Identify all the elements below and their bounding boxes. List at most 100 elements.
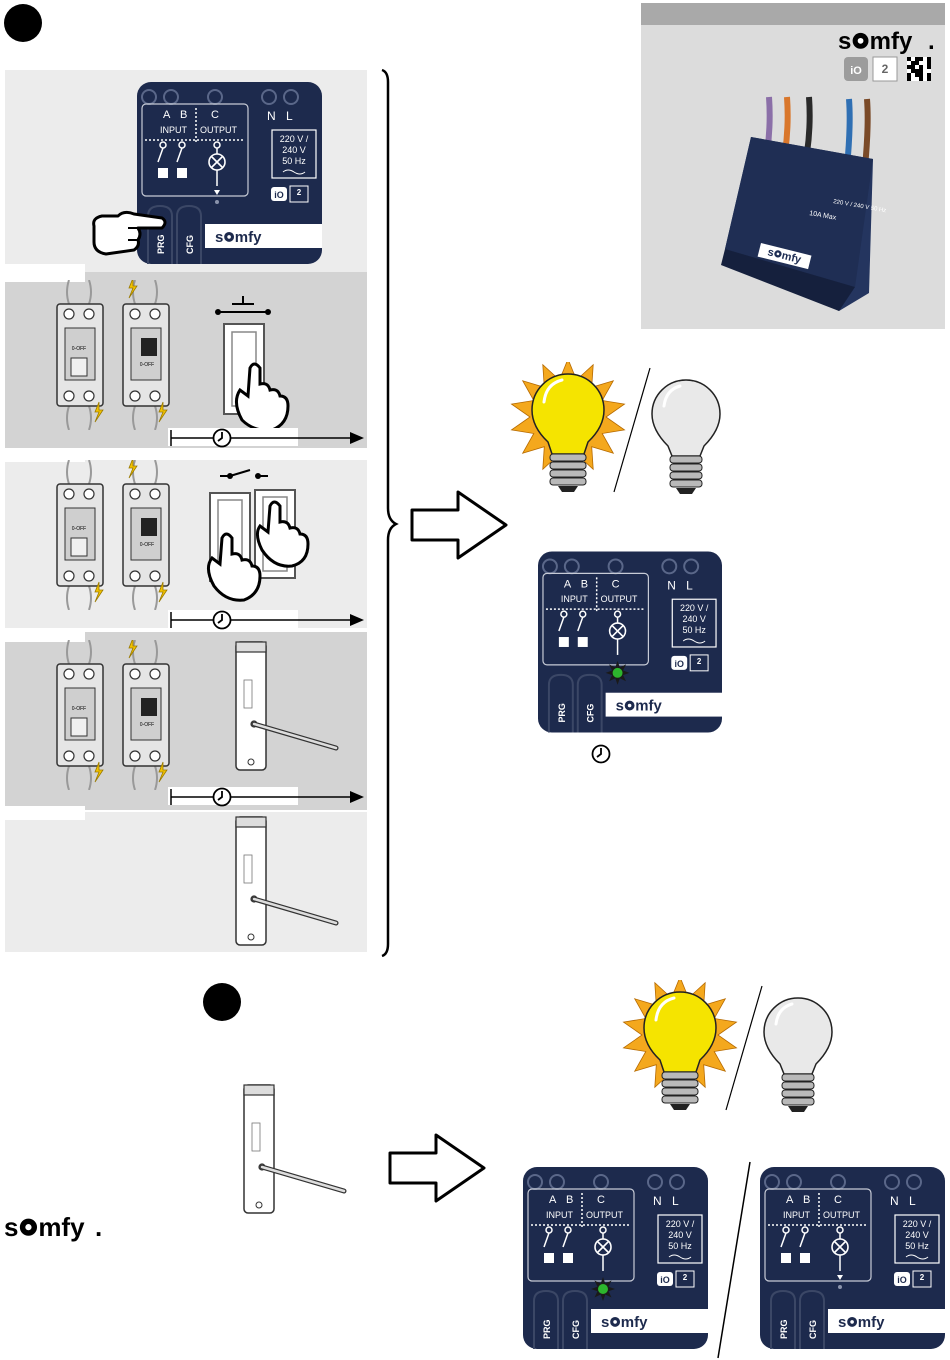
timeline-arrowhead	[350, 614, 364, 626]
clock-icon	[591, 744, 611, 764]
two-badge-text: 2	[882, 62, 889, 76]
two-way-label: 2	[297, 188, 302, 197]
cfg-button-outline	[799, 1289, 825, 1349]
wire	[88, 585, 92, 610]
bulb-highlight	[774, 1002, 794, 1026]
switch-square	[563, 1253, 573, 1263]
switch-line	[157, 147, 164, 163]
separator-slash	[717, 1161, 751, 1359]
led-arrow	[214, 190, 220, 195]
bulb-base-ring	[669, 463, 703, 472]
brand-o-center	[850, 1320, 854, 1324]
bulb-highlight	[542, 378, 564, 404]
bulb-base-ring	[669, 471, 703, 480]
wire	[66, 585, 70, 610]
breaker-screw	[129, 750, 141, 762]
qr-cell	[927, 77, 931, 81]
max-label: 10A Max	[809, 210, 838, 222]
led-dot	[612, 667, 623, 678]
ac-wave	[905, 1254, 929, 1260]
qr-cell	[919, 77, 923, 81]
remote-body	[243, 1084, 275, 1214]
brand-strip	[757, 243, 812, 270]
terminal-a-label: A	[549, 1194, 557, 1206]
switch-line	[176, 147, 183, 163]
cfg-label: CFG	[808, 1320, 818, 1339]
brand-s: s	[215, 229, 223, 246]
cfg-button-outline	[576, 673, 603, 733]
prg-label: PRG	[557, 703, 567, 722]
cfg-label: CFG	[586, 704, 596, 723]
breaker-screw	[83, 570, 95, 582]
bulb-base-ring	[549, 469, 587, 478]
wire	[88, 765, 92, 790]
breaker-screw	[129, 570, 141, 582]
bulb-base-ring	[549, 461, 587, 470]
switch-line	[780, 1232, 787, 1248]
prg-label: PRG	[779, 1319, 789, 1339]
output-label: OUTPUT	[601, 594, 638, 604]
terminal-frame	[542, 572, 649, 666]
prg-button-outline	[770, 1289, 796, 1349]
step-bullet-icon	[203, 983, 241, 1021]
lightning-icon	[158, 581, 168, 603]
voltage-box	[894, 1214, 940, 1264]
breaker-lever-up	[141, 518, 157, 536]
panel-tab	[5, 628, 85, 642]
lamp-x	[596, 1240, 610, 1254]
bulb-highlight	[662, 384, 682, 408]
brand-rest: mfy	[870, 28, 913, 55]
input-label: INPUT	[160, 125, 188, 135]
brand-o-center	[627, 703, 632, 708]
wire	[154, 460, 158, 485]
lightning-icon	[94, 581, 104, 603]
prg-button-outline	[533, 1289, 559, 1349]
terminal-a-label: A	[786, 1194, 794, 1206]
brand-o-center	[25, 1224, 32, 1231]
qr-cell	[915, 69, 919, 73]
lamp-x	[611, 624, 625, 638]
bulb-base-ring	[781, 1089, 815, 1098]
remote-control-icon	[235, 816, 339, 946]
cfg-label: CFG	[185, 235, 195, 254]
terminal-screw	[906, 1174, 922, 1190]
remote-top	[243, 1084, 275, 1096]
lightning-icon	[94, 761, 104, 783]
separator-slash	[725, 985, 763, 1111]
terminal-a-label: A	[564, 578, 572, 590]
qr-cell	[919, 65, 923, 69]
two-badge	[872, 56, 898, 82]
terminal-a-label: A	[163, 109, 171, 121]
cfg-button-outline	[562, 1289, 588, 1349]
wire	[154, 765, 158, 790]
brand-rest: mfy	[235, 229, 262, 246]
two-way-box	[689, 654, 709, 672]
two-way-box	[675, 1270, 695, 1288]
right-arrow-icon	[410, 490, 508, 560]
wire	[66, 640, 70, 665]
module-body	[538, 551, 722, 733]
terminal-n-label: N	[653, 1194, 662, 1208]
brand-s: s	[766, 246, 775, 259]
timeline-arrowhead	[350, 432, 364, 444]
breaker-screw	[129, 308, 141, 320]
wall-switch-icon	[207, 469, 310, 602]
switch-square	[544, 1253, 554, 1263]
brand-rest: mfy	[38, 1212, 85, 1242]
wire	[88, 405, 92, 430]
switch-square	[158, 168, 168, 178]
breaker-lever-up	[141, 338, 157, 356]
breaker-screw	[129, 668, 141, 680]
bracket	[381, 68, 399, 958]
output-label: OUTPUT	[200, 125, 238, 135]
led-arrow	[837, 1275, 843, 1280]
bulb-base-ring	[669, 479, 703, 488]
wire	[132, 585, 136, 610]
clock-hands	[217, 791, 223, 801]
